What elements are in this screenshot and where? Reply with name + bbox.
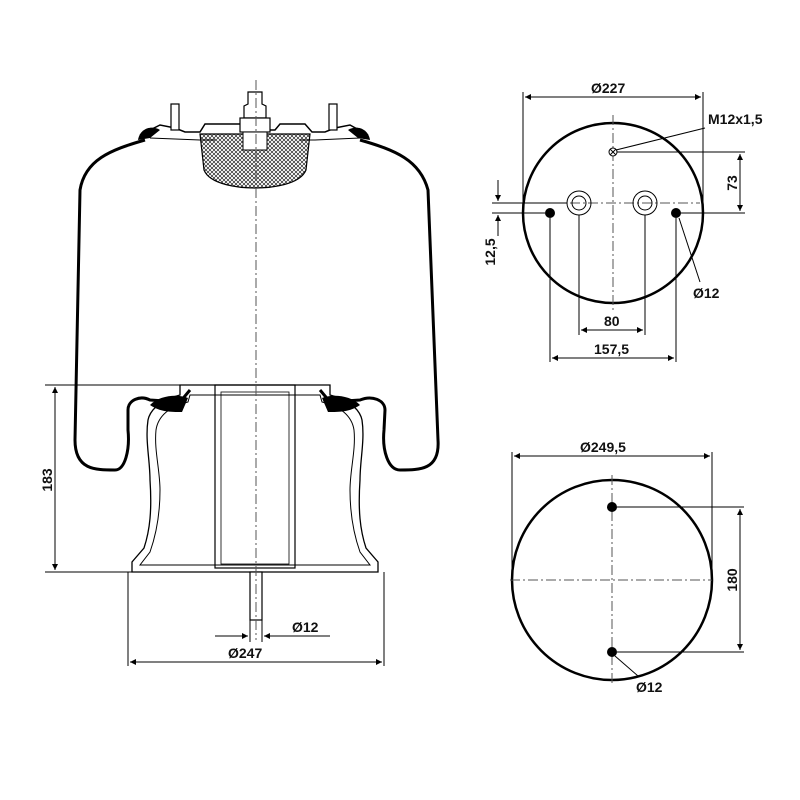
thread-leader <box>615 127 706 151</box>
piston-inner <box>138 394 372 566</box>
dim-label-thread: M12x1,5 <box>708 111 763 127</box>
bottom-view: Ø249,5 180 Ø12 <box>510 439 744 695</box>
dim-label-hole-top: Ø12 <box>693 285 720 301</box>
piston-left-curl <box>150 395 188 412</box>
dim-label-157-5: 157,5 <box>594 341 629 357</box>
piston-right-curl <box>322 395 360 412</box>
dim-label-249-5: Ø249,5 <box>580 439 626 455</box>
bottom-hole-top <box>607 502 617 512</box>
dim-label-247: Ø247 <box>228 645 262 661</box>
right-bead-curl <box>348 127 370 140</box>
piston-outline <box>131 384 379 573</box>
bottom-hole-bottom <box>607 647 617 657</box>
dim-label-180: 180 <box>724 568 740 592</box>
stud-hole-left <box>545 208 555 218</box>
left-bead-curl <box>138 127 160 140</box>
fitting-ring-left-inner <box>571 195 587 211</box>
hole-leader-top <box>678 217 701 283</box>
dim-label-80: 80 <box>604 313 620 329</box>
dim-label-pin: Ø12 <box>292 619 319 635</box>
bellows-outline <box>73 138 440 472</box>
dim-label-227: Ø227 <box>591 80 625 96</box>
left-stud <box>170 103 180 131</box>
right-stud <box>328 103 338 131</box>
dim-label-12-5: 12,5 <box>482 238 498 265</box>
dim-label-183: 183 <box>39 468 55 492</box>
bump-stop-core <box>242 131 268 151</box>
dim-label-hole-bottom: Ø12 <box>636 679 663 695</box>
air-fitting-hex <box>239 117 271 133</box>
air-fitting <box>243 91 267 119</box>
side-view: 183 Ø12 Ø247 <box>39 80 440 666</box>
bump-stop <box>199 133 311 189</box>
hole-leader-bottom <box>614 655 639 677</box>
piston-tube-inner <box>220 391 290 565</box>
piston-tube <box>214 384 296 569</box>
dim-label-73: 73 <box>724 175 740 191</box>
top-view: Ø227 M12x1,5 73 12,5 Ø12 80 157,5 <box>482 80 763 362</box>
fitting-ring-right-inner <box>637 195 653 211</box>
